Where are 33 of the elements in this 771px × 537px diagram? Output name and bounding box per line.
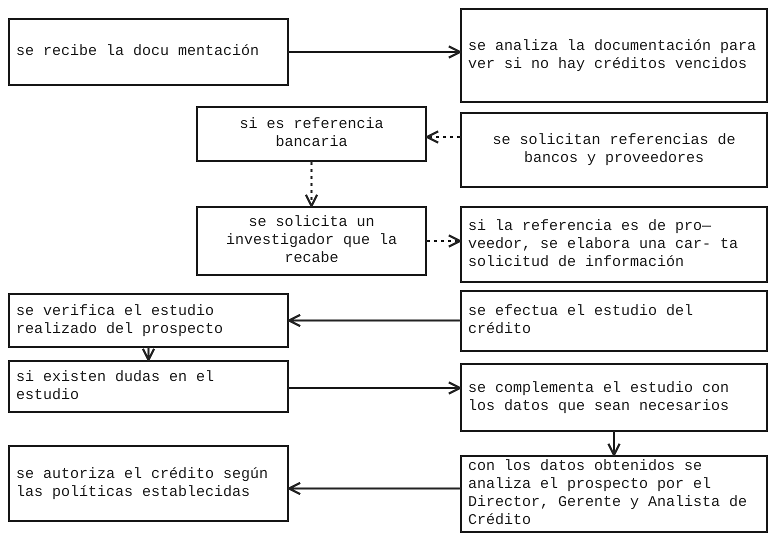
step-text: si la referencia es de pro— veedor, se elabora una car- ta solicitud de información (468, 218, 740, 272)
process-box (460, 112, 768, 188)
process-box (196, 206, 427, 276)
process-box (460, 8, 768, 103)
step-text: se recibe la docu mentación (16, 43, 260, 61)
step-text: si existen dudas en el estudio (16, 368, 216, 404)
process-box (8, 360, 289, 413)
arrow (426, 130, 460, 144)
arrow (289, 381, 462, 395)
step-text: se complementa el estudio con los datos que sean necesarios (468, 380, 730, 416)
arrow (288, 314, 460, 328)
step-text: se solicitan referencias de bancos y proveedores (491, 132, 737, 168)
process-box (8, 293, 289, 348)
arrow (304, 162, 318, 208)
process-box (460, 290, 768, 352)
arrow (288, 482, 460, 496)
process-box (460, 363, 768, 432)
process-box (196, 106, 427, 162)
step-text: se analiza la documentación para ver si no hay créditos vencidos (468, 38, 758, 74)
step-text: se solicita un investigador que la recabe (224, 214, 398, 268)
process-box (8, 18, 289, 86)
arrow (607, 432, 621, 456)
arrow (289, 45, 462, 59)
process-box (460, 206, 768, 283)
step-text: si es referencia bancaria (238, 116, 385, 152)
arrow (427, 234, 462, 248)
step-text: se autoriza el crédito según las políticas establecidas (16, 466, 270, 502)
process-box (460, 455, 768, 533)
step-text: se efectua el estudio del crédito (468, 303, 694, 339)
step-text: se verifica el estudio realizado del prospecto (16, 302, 224, 338)
step-text: con los datos obtenidos se analiza el prospecto por el Director, Gerente y Analista de Crédito (468, 458, 748, 530)
process-box (8, 445, 289, 522)
arrow (142, 348, 156, 362)
